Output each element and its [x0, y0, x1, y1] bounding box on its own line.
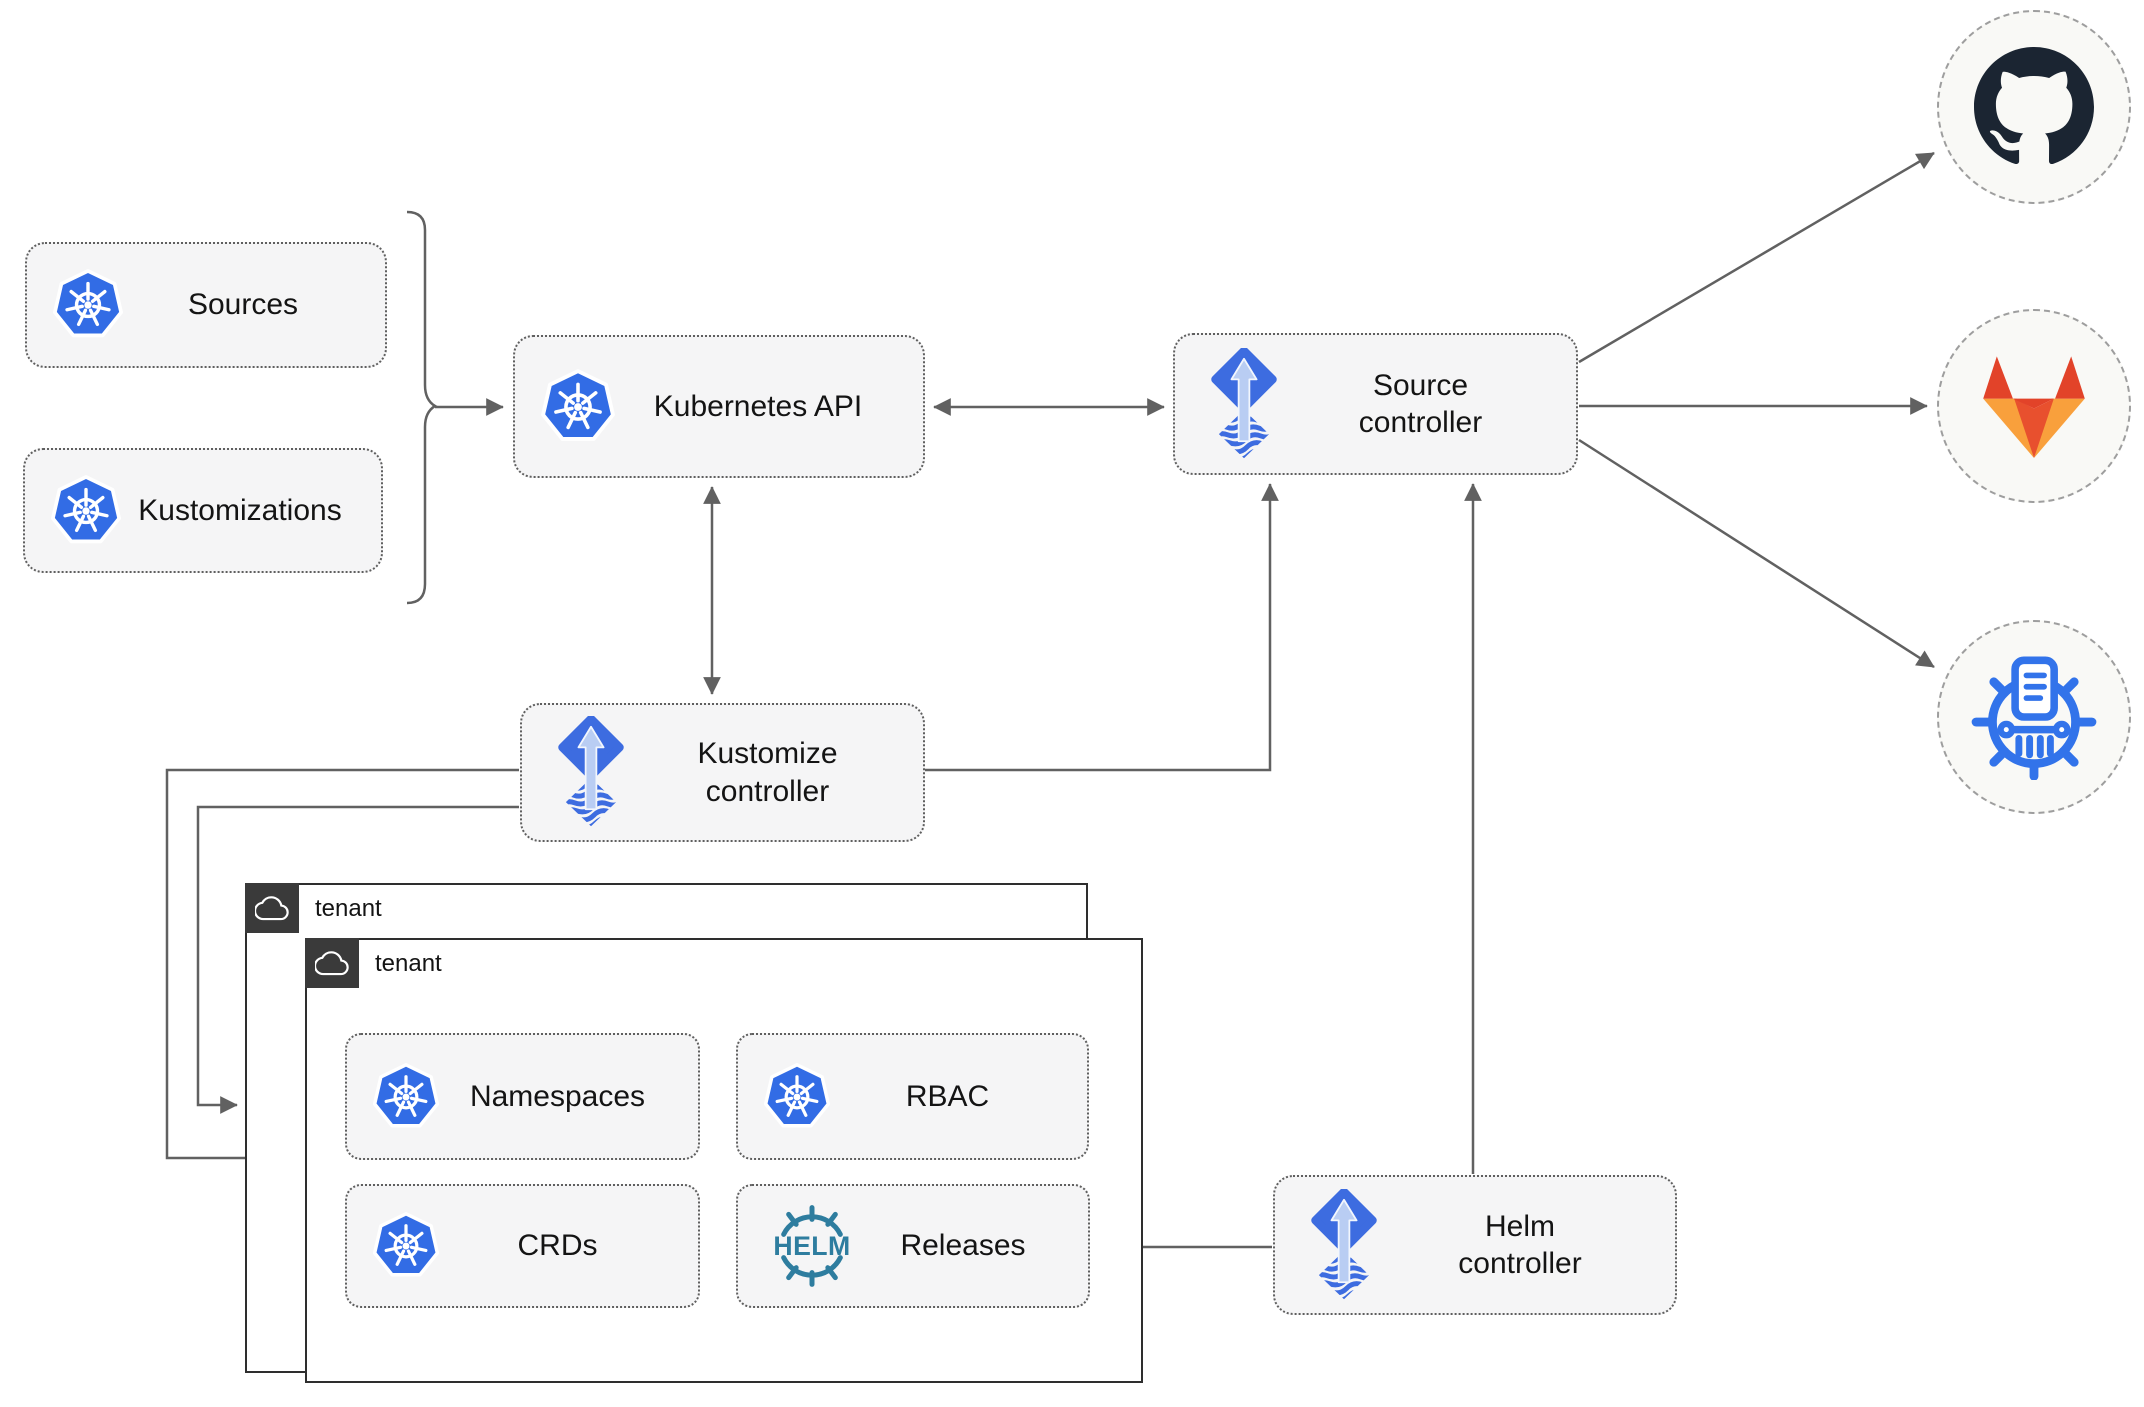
edge-kustomize-controller-tenant-back	[196, 805, 519, 1114]
brace-sources-group	[406, 210, 438, 605]
cloud-icon	[255, 895, 289, 921]
tenant-box-front: tenant	[305, 938, 1143, 1383]
flux-icon	[1299, 1189, 1389, 1302]
cloud-icon	[315, 950, 349, 976]
node-label: Source controller	[1358, 368, 1483, 440]
github-octocat-icon	[1974, 47, 2094, 167]
node-label: Kubernetes API	[653, 389, 863, 423]
node-sources[interactable]: Sources	[25, 242, 387, 368]
endpoint-github[interactable]	[1937, 10, 2131, 204]
edge-source-controller-chartmuseum	[1578, 438, 1935, 669]
kubernetes-icon	[539, 368, 617, 446]
node-label: Namespaces	[469, 1079, 646, 1113]
tenant-badge	[305, 938, 359, 988]
node-source-controller[interactable]: Source controller	[1173, 333, 1578, 475]
node-crds[interactable]: CRDs	[345, 1184, 700, 1308]
node-helm-controller[interactable]: Helm controller	[1273, 1175, 1677, 1315]
flux-icon	[546, 716, 636, 829]
gitlab-tanuki-icon	[1972, 349, 2096, 463]
node-label: Kustomize controller	[697, 737, 838, 808]
endpoint-gitlab[interactable]	[1937, 309, 2131, 503]
tenant-label: tenant	[315, 895, 382, 922]
edge-source-controller-github	[1578, 151, 1935, 364]
node-kustomize-controller[interactable]: Kustomize controller	[520, 703, 925, 842]
kubernetes-icon	[371, 1062, 441, 1132]
node-kustomizations[interactable]: Kustomizations	[23, 448, 383, 573]
node-namespaces[interactable]: Namespaces	[345, 1033, 700, 1160]
tenant-label: tenant	[375, 950, 442, 977]
flux-icon	[1199, 348, 1289, 461]
edge-kustomize-controller-source-controller	[925, 483, 1279, 772]
kubernetes-icon	[371, 1211, 441, 1281]
node-label: Kustomizations	[138, 493, 342, 527]
node-kubernetes-api[interactable]: Kubernetes API	[513, 335, 925, 478]
kubernetes-icon	[762, 1062, 832, 1132]
node-rbac[interactable]: RBAC	[736, 1033, 1089, 1160]
node-label: Sources	[187, 288, 299, 322]
node-label: Releases	[900, 1229, 1026, 1263]
endpoint-chartmuseum[interactable]	[1937, 620, 2131, 814]
node-label: CRDs	[517, 1229, 598, 1263]
chartmuseum-helm-column-icon	[1971, 654, 2097, 780]
kubernetes-icon	[51, 268, 125, 342]
tenant-badge	[245, 883, 299, 933]
node-label: RBAC	[905, 1079, 990, 1113]
kubernetes-icon	[49, 474, 123, 548]
node-releases[interactable]: HELM Releases	[736, 1184, 1090, 1308]
node-label: Helm controller	[1458, 1209, 1582, 1281]
edge-kustomize-controller-tenant-front	[165, 768, 519, 1167]
helm-wordmark: HELM	[773, 1231, 850, 1261]
helm-icon: HELM	[773, 1205, 850, 1287]
